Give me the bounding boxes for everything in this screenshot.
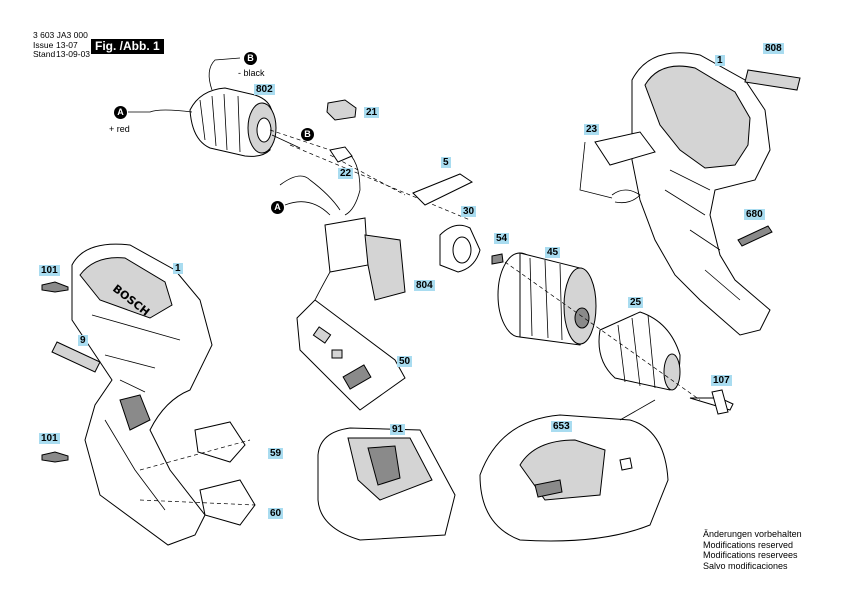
black-wire-label: - black bbox=[238, 68, 265, 78]
part-808-drawing bbox=[744, 69, 801, 91]
part-5-label: 5 bbox=[441, 157, 451, 168]
part-1-left-label: 1 bbox=[173, 263, 183, 274]
modifications-note: Änderungen vorbehalten Modifications res… bbox=[703, 529, 802, 571]
connector-a-top: A bbox=[114, 106, 127, 119]
battery-drawing bbox=[317, 427, 456, 541]
part-54-drawing bbox=[491, 253, 504, 265]
part-808-label: 808 bbox=[763, 43, 784, 54]
part-101-top-label: 101 bbox=[39, 265, 60, 276]
connector-a-lower: A bbox=[271, 201, 284, 214]
gearbox-drawing bbox=[497, 252, 597, 346]
charger-drawing bbox=[479, 399, 669, 542]
part-30-label: 30 bbox=[461, 206, 477, 217]
part-802-label: 802 bbox=[254, 84, 275, 95]
left-housing-drawing: BOSCH bbox=[71, 243, 213, 546]
note-line-fr: Modifications reservees bbox=[703, 550, 798, 560]
part-21-drawing bbox=[326, 99, 357, 121]
motor-drawing bbox=[128, 57, 301, 157]
part-5-drawing bbox=[412, 173, 474, 206]
part-45-label: 45 bbox=[545, 247, 561, 258]
figure-label: Fig. /Abb. 1 bbox=[91, 39, 164, 54]
issue-value: 13-07 bbox=[56, 40, 78, 50]
wire-drawing bbox=[279, 149, 361, 216]
part-50-label: 50 bbox=[397, 356, 413, 367]
part-9-drawing bbox=[51, 341, 101, 373]
bit-680-drawing bbox=[737, 225, 773, 247]
part-59-label: 59 bbox=[268, 448, 284, 459]
part-9-label: 9 bbox=[78, 335, 88, 346]
note-line-es: Salvo modificaciones bbox=[703, 560, 788, 571]
part-60-label: 60 bbox=[268, 508, 284, 519]
circuit-board-drawing bbox=[296, 299, 406, 411]
part-30-drawing bbox=[439, 224, 481, 273]
part-653-label: 653 bbox=[551, 421, 572, 432]
part-680-label: 680 bbox=[744, 209, 765, 220]
part-25-label: 25 bbox=[628, 297, 644, 308]
screw-101-top-drawing bbox=[41, 281, 69, 293]
screw-107-drawing bbox=[689, 389, 734, 415]
document-number: 3 603 JA3 000 bbox=[33, 30, 88, 40]
part-54-label: 54 bbox=[494, 233, 510, 244]
right-housing-drawing bbox=[631, 52, 771, 336]
screw-101-bottom-drawing bbox=[41, 451, 69, 463]
connector-b-lower: B bbox=[301, 128, 314, 141]
issue-label: Issue bbox=[33, 40, 54, 50]
chuck-drawing bbox=[598, 311, 681, 391]
stand-value: 13-09-03 bbox=[56, 49, 91, 59]
red-wire-label: + red bbox=[109, 124, 130, 134]
part-59-drawing bbox=[194, 421, 246, 463]
note-line-de: Änderungen vorbehalten bbox=[703, 529, 802, 539]
part-21-label: 21 bbox=[364, 107, 380, 118]
part-23-drawing bbox=[579, 131, 656, 204]
stand-label: Stand bbox=[33, 49, 56, 59]
part-91-label: 91 bbox=[390, 424, 406, 435]
part-107-label: 107 bbox=[711, 375, 732, 386]
part-101-bottom-label: 101 bbox=[39, 433, 60, 444]
part-804-label: 804 bbox=[414, 280, 435, 291]
part-60-drawing bbox=[199, 479, 256, 526]
switch-drawing bbox=[314, 217, 406, 301]
connector-b-top: B bbox=[244, 52, 257, 65]
part-22-drawing bbox=[329, 146, 353, 163]
part-22-label: 22 bbox=[338, 168, 354, 179]
note-line-en: Modifications reserved bbox=[703, 539, 794, 550]
part-1-right-label: 1 bbox=[715, 55, 725, 66]
part-23-label: 23 bbox=[584, 124, 600, 135]
